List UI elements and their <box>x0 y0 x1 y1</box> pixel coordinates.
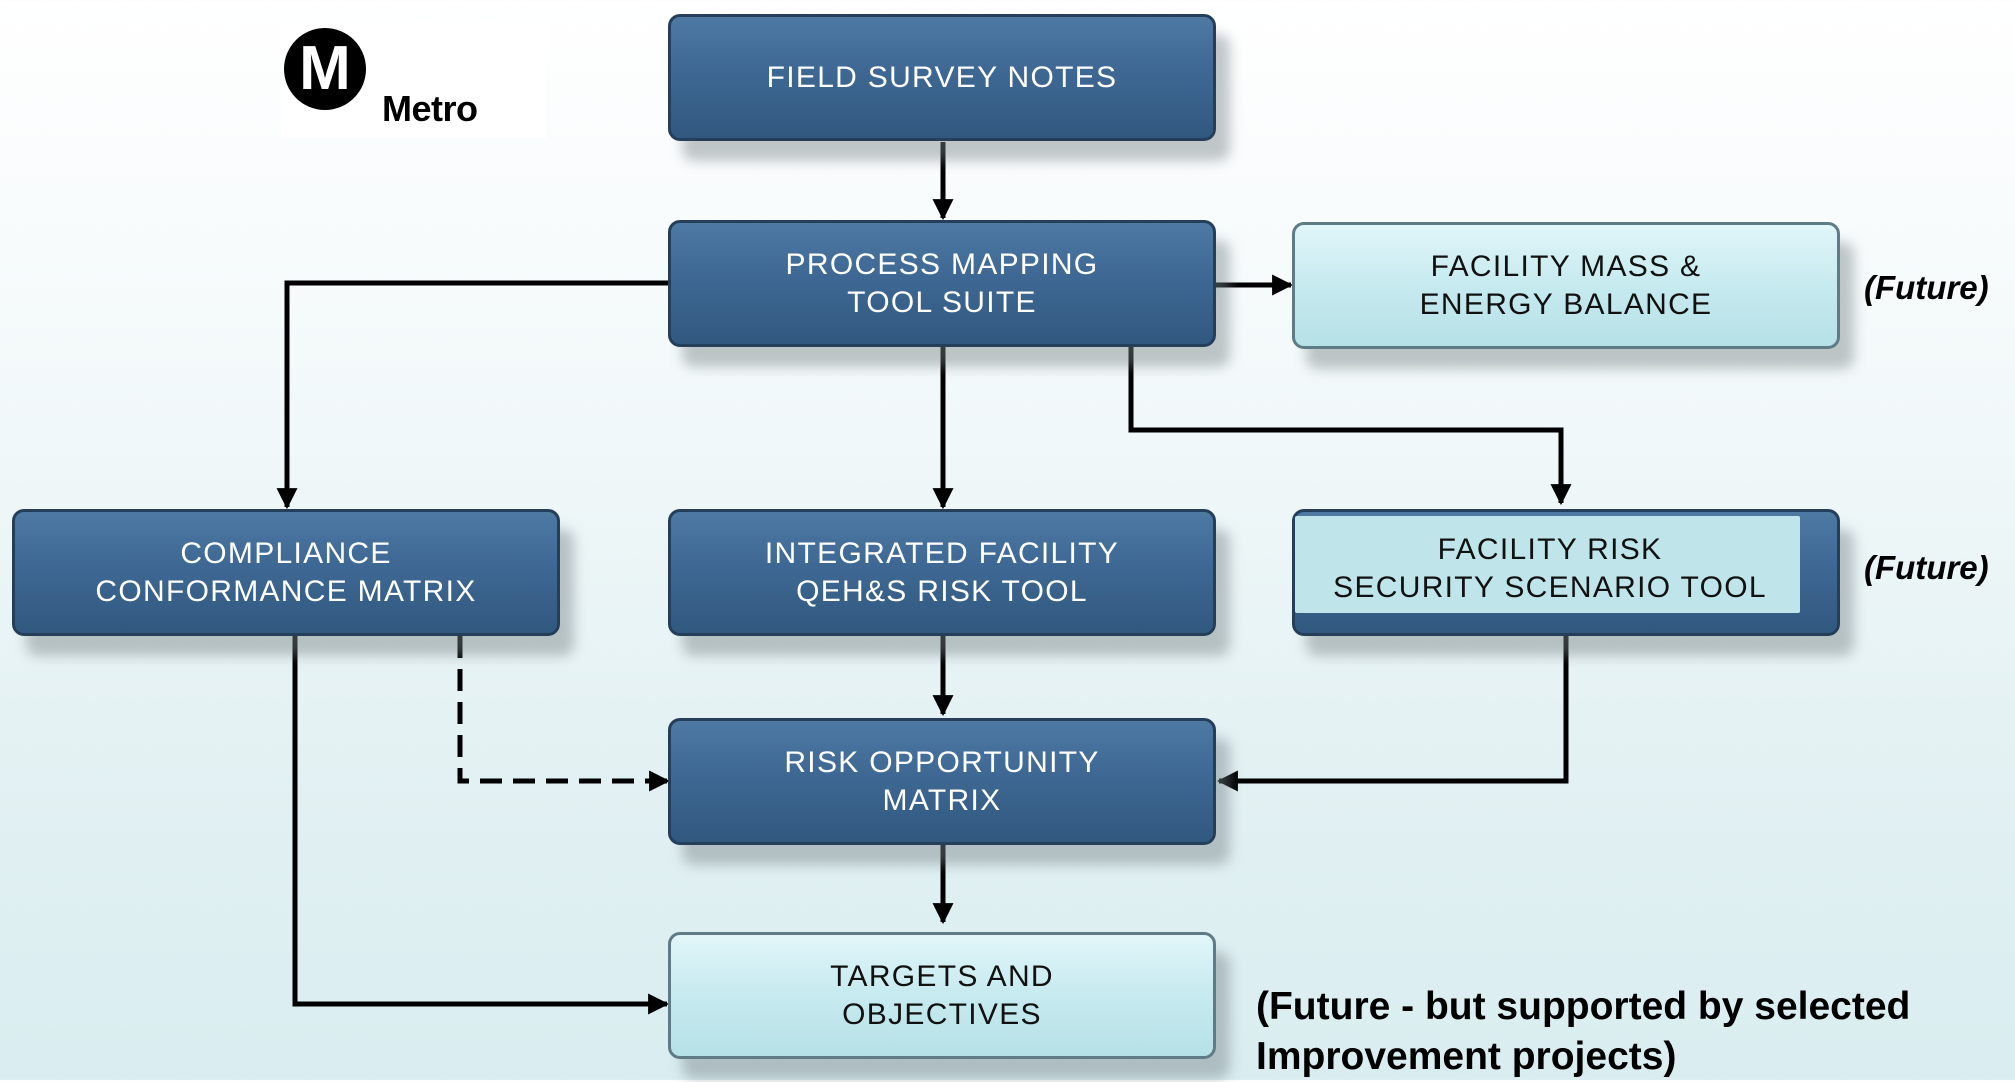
future-label-mass-energy: (Future) <box>1864 269 1989 306</box>
arrow-compliance-to-targets <box>292 636 670 1015</box>
box-facility-risk-security-scenario-tool: FACILITY RISK SECURITY SCENARIO TOOL <box>1292 509 1840 636</box>
metro-logo: M Metro <box>281 20 546 138</box>
arrow-facility-risk-to-risk-opportunity <box>1216 636 1569 792</box>
arrow-mapping-to-facility-risk <box>1128 347 1572 506</box>
future-label-facility-risk: (Future) <box>1864 549 1989 586</box>
box-process-mapping-tool-suite: PROCESS MAPPING TOOL SUITE <box>668 220 1216 347</box>
box-compliance-conformance-matrix: COMPLIANCE CONFORMANCE MATRIX <box>12 509 560 636</box>
box-targets-and-objectives: TARGETS AND OBJECTIVES <box>668 932 1216 1059</box>
box-facility-mass-energy-balance: FACILITY MASS & ENERGY BALANCE <box>1292 222 1840 349</box>
facility-risk-label: FACILITY RISK SECURITY SCENARIO TOOL <box>1333 532 1767 604</box>
arrow-mapping-to-compliance <box>276 280 670 510</box>
facility-risk-highlight <box>1295 516 1800 613</box>
box-risk-opportunity-matrix: RISK OPPORTUNITY MATRIX <box>668 718 1216 845</box>
dashed-arrow-compliance-to-risk-opportunity <box>457 636 671 792</box>
future-note-targets: (Future - but supported by selected Impr… <box>1256 985 1911 1078</box>
metro-m-icon: M <box>284 28 366 110</box>
box-field-survey-notes: FIELD SURVEY NOTES <box>668 14 1216 141</box>
box-integrated-facility-risk-tool: INTEGRATED FACILITY QEH&S RISK TOOL <box>668 509 1216 636</box>
metro-logo-word: Metro <box>382 88 478 129</box>
